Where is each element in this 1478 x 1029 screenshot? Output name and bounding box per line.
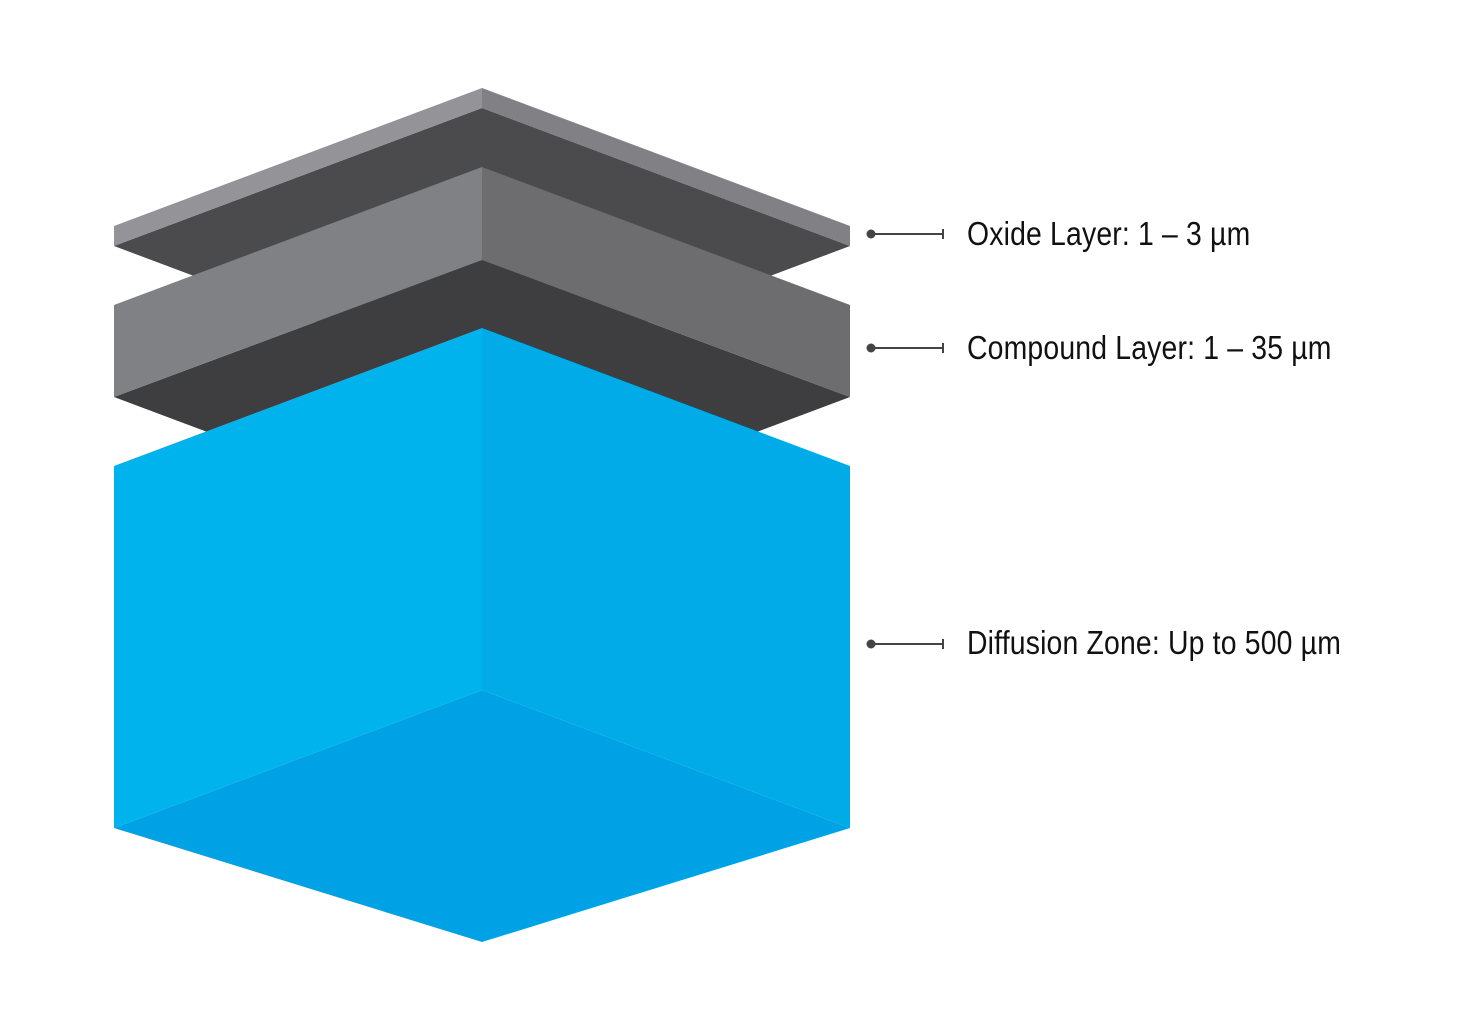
connector-oxide (866, 229, 944, 239)
oxide-right-face (482, 88, 850, 246)
compound-left-face (114, 167, 482, 397)
oxide-left-face (114, 88, 482, 246)
compound-layer-label: Compound Layer: 1 – 35 µm (967, 329, 1332, 366)
diffusion-zone-label: Diffusion Zone: Up to 500 µm (967, 624, 1342, 661)
connector-compound (866, 343, 944, 353)
oxide-layer-label: Oxide Layer: 1 – 3 µm (967, 215, 1251, 252)
diffusion-bottom-face (114, 690, 850, 942)
diffusion-zone (114, 328, 850, 942)
diffusion-left-face (114, 328, 482, 828)
compound-right-face (482, 167, 850, 397)
connector-diffusion (866, 639, 944, 649)
diffusion-right-face (482, 328, 850, 828)
